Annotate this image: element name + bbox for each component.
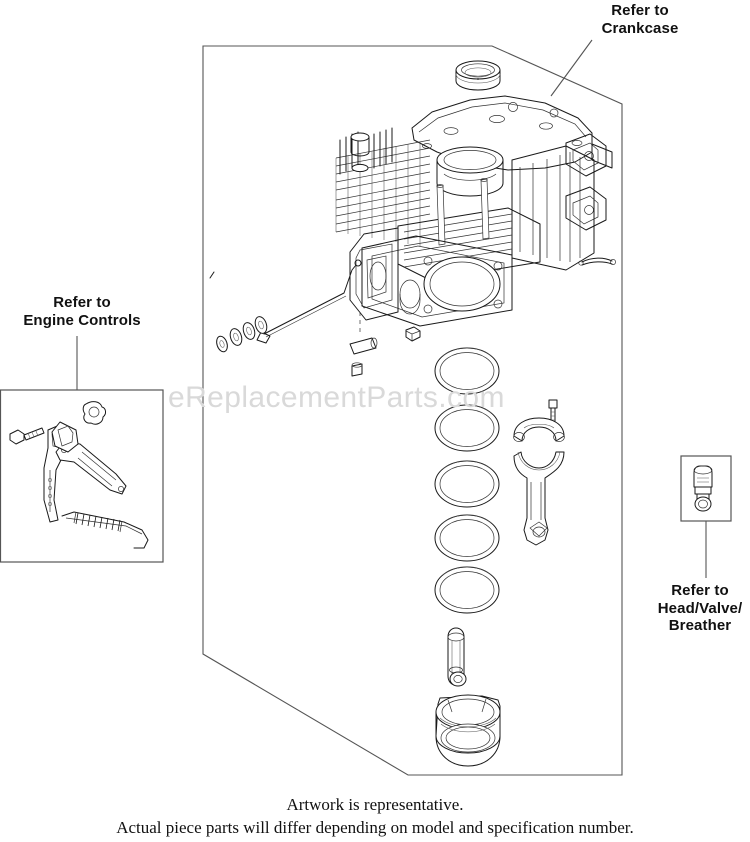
callout-refer-to-crankcase: Refer to Crankcase xyxy=(601,2,679,37)
leader-line-crankcase xyxy=(550,39,593,97)
screw xyxy=(9,427,45,445)
piston-ring-4 xyxy=(434,514,500,562)
footer-line-2: Actual piece parts will differ depending… xyxy=(116,818,634,838)
dowel-pin xyxy=(349,312,378,377)
washer-set xyxy=(216,316,268,353)
footer-note: Artwork is representative. Actual piece … xyxy=(0,793,750,840)
cylinder-face xyxy=(361,235,513,327)
governor-linkage-rod xyxy=(256,259,362,344)
oil-plug xyxy=(405,326,421,342)
retaining-clip-upper xyxy=(578,257,616,266)
retaining-clip xyxy=(449,671,467,687)
callout-refer-to-engine-controls: Refer to Engine Controls xyxy=(23,294,141,329)
mounting-lugs xyxy=(565,133,607,231)
piston-ring-3 xyxy=(434,460,500,508)
main-bearing-seal-ring xyxy=(455,60,501,91)
connecting-rod xyxy=(513,451,565,546)
crankcase-block xyxy=(335,95,613,327)
footer-line-1: Artwork is representative. xyxy=(286,795,464,814)
engine-controls-inset-box xyxy=(0,389,164,563)
governor-lever xyxy=(55,441,127,495)
knob-grommet xyxy=(82,401,106,425)
left-side-cover xyxy=(349,227,399,321)
piston-ring-5 xyxy=(434,566,500,614)
piston xyxy=(435,694,501,767)
push-rod-tubes xyxy=(436,178,490,246)
piston-ring-1 xyxy=(434,347,500,395)
front-boss xyxy=(399,279,421,315)
spark-plug xyxy=(693,465,713,512)
piston-rings xyxy=(434,347,500,614)
breather-tube xyxy=(209,271,215,279)
piston-ring-2 xyxy=(434,404,500,452)
callout-refer-to-head-valve-breather: Refer to Head/Valve/ Breather xyxy=(657,582,743,635)
main-panel-outline xyxy=(202,45,623,776)
pivot-plate xyxy=(51,421,79,453)
head-valve-breather-inset-box xyxy=(680,455,732,522)
fin-posts xyxy=(339,127,393,175)
governor-spring xyxy=(61,511,149,549)
connecting-rod-cap xyxy=(513,417,565,442)
